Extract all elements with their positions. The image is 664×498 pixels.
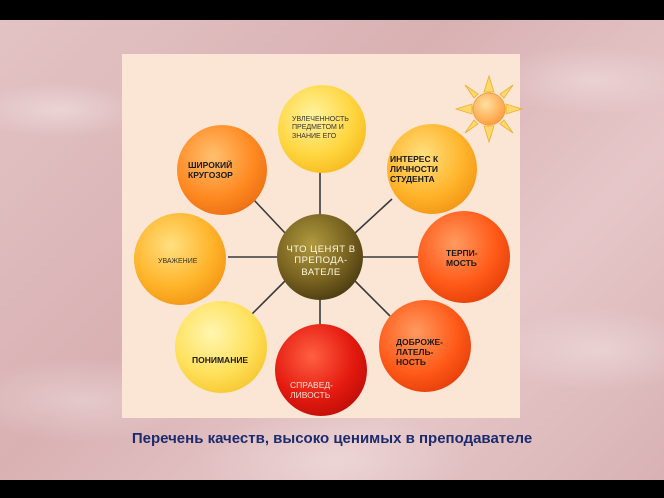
- node-label-line: СПРАВЕД-: [290, 380, 333, 390]
- node-label-line: ПОНИМАНИЕ: [192, 355, 249, 365]
- node-label-uvazhenie: УВАЖЕНИЕ: [158, 258, 218, 266]
- node-terpimost: [418, 211, 510, 303]
- center-label-line: ЧТО ЦЕНЯТ В: [286, 244, 356, 255]
- connector-bottom-right: [353, 279, 391, 317]
- node-uvazhenie: [134, 213, 226, 305]
- center-label: ЧТО ЦЕНЯТ В ПРЕПОДА- ВАТЕЛЕ: [280, 244, 362, 278]
- node-label-line: СТУДЕНТА: [390, 174, 435, 185]
- node-label-uvlechennost: УВЛЕЧЕННОСТЬ ПРЕДМЕТОМ И ЗНАНИЕ ЕГО: [292, 116, 356, 141]
- node-label-line: УВЛЕЧЕННОСТЬ: [292, 116, 349, 123]
- node-label-line: УВАЖЕНИЕ: [158, 258, 198, 265]
- node-spravedlivost: [275, 324, 367, 416]
- center-label-line: ПРЕПОДА-: [294, 255, 348, 267]
- slide-background: ЧТО ЦЕНЯТ В ПРЕПОДА- ВАТЕЛЕ УВЛЕЧЕННОСТЬ…: [0, 20, 664, 480]
- node-label-line: ЛИЧНОСТИ: [390, 164, 439, 175]
- node-label-line: НОСТЬ: [396, 357, 426, 368]
- diagram-panel: ЧТО ЦЕНЯТ В ПРЕПОДА- ВАТЕЛЕ УВЛЕЧЕННОСТЬ…: [122, 54, 520, 418]
- connector-lines: [228, 170, 418, 324]
- node-label-line: КРУГОЗОР: [188, 170, 233, 181]
- node-label-line: ПРЕДМЕТОМ И: [292, 124, 344, 132]
- node-label-interes: ИНТЕРЕС К ЛИЧНОСТИ СТУДЕНТА: [390, 154, 470, 185]
- slide-caption: Перечень качеств, высоко ценимых в препо…: [131, 430, 533, 447]
- sun-icon: [454, 74, 524, 144]
- node-label-dobrozhelatelnost: ДОБРОЖЕ- ЛАТЕЛЬ- НОСТЬ: [396, 337, 456, 368]
- node-label-terpimost: ТЕРПИ- МОСТЬ: [446, 248, 506, 268]
- node-krugozor: [177, 125, 267, 215]
- node-label-spravedlivost: СПРАВЕД- ЛИВОСТЬ: [290, 380, 350, 400]
- center-node: [277, 214, 363, 300]
- node-interes: [387, 124, 477, 214]
- connector-bottom-left: [249, 279, 287, 317]
- node-label-line: МОСТЬ: [446, 258, 477, 269]
- qualities-diagram: [134, 85, 510, 416]
- node-label-line: ТЕРПИ-: [446, 248, 478, 258]
- node-label-line: ШИРОКИЙ: [188, 160, 233, 170]
- node-ponimanie: [175, 301, 267, 393]
- node-label-ponimanie: ПОНИМАНИЕ: [192, 355, 262, 365]
- node-label-line: ДОБРОЖЕ-: [396, 337, 444, 347]
- connector-top-right: [353, 198, 393, 235]
- node-dobrozhelatelnost: [379, 300, 471, 392]
- node-label-line: ЗНАНИЕ ЕГО: [292, 132, 337, 140]
- node-uvlechennost: [278, 85, 366, 173]
- node-label-line: ИНТЕРЕС К: [390, 154, 439, 164]
- node-label-line: ЛИВОСТЬ: [290, 390, 331, 401]
- connector-top-left: [253, 199, 287, 235]
- node-label-krugozor: ШИРОКИЙ КРУГОЗОР: [188, 160, 258, 180]
- node-label-line: ЛАТЕЛЬ-: [396, 347, 434, 358]
- center-label-line: ВАТЕЛЕ: [301, 266, 341, 278]
